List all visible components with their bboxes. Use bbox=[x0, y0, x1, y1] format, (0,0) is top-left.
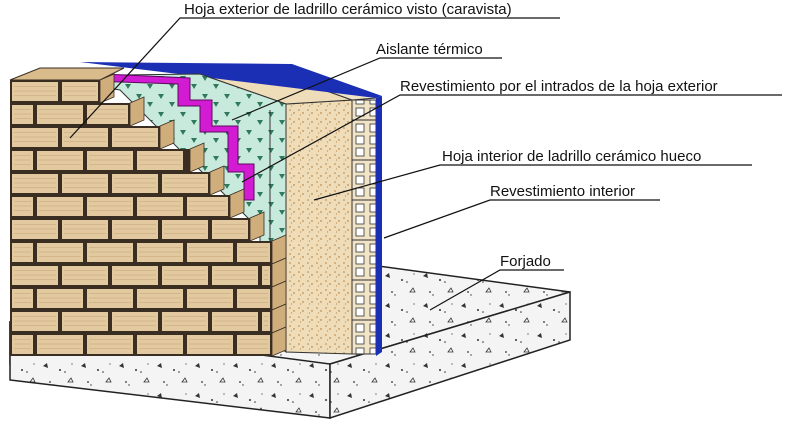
label-hoja-interior: Hoja interior de ladrillo cerámico hueco bbox=[442, 148, 701, 165]
brick bbox=[237, 335, 270, 354]
brick bbox=[87, 151, 133, 170]
brick bbox=[187, 289, 233, 308]
brick bbox=[262, 266, 270, 285]
brick bbox=[62, 266, 108, 285]
brick bbox=[237, 243, 270, 262]
brick bbox=[137, 151, 183, 170]
brick bbox=[187, 335, 233, 354]
brick bbox=[162, 312, 208, 331]
brick bbox=[12, 128, 58, 147]
brick-side-face bbox=[271, 326, 287, 357]
brick bbox=[162, 174, 208, 193]
exterior-brick-leaf bbox=[9, 67, 287, 357]
brick-side-face bbox=[249, 211, 265, 242]
brick-side-face bbox=[129, 96, 145, 127]
brick bbox=[12, 105, 33, 124]
brick-side-face bbox=[189, 142, 205, 173]
brick bbox=[237, 289, 270, 308]
brick-side-face bbox=[209, 165, 225, 196]
brick bbox=[187, 197, 228, 216]
brick-side-face bbox=[159, 119, 175, 150]
brick bbox=[12, 197, 33, 216]
brick bbox=[112, 312, 158, 331]
brick bbox=[12, 312, 58, 331]
brick bbox=[87, 105, 128, 124]
label-aislante-termico: Aislante térmico bbox=[376, 41, 483, 58]
brick bbox=[37, 197, 83, 216]
brick bbox=[62, 220, 108, 239]
brick bbox=[62, 82, 98, 101]
brick bbox=[112, 220, 158, 239]
leader-lines bbox=[69, 17, 782, 311]
brick bbox=[62, 312, 108, 331]
brick bbox=[87, 197, 133, 216]
brick bbox=[12, 335, 33, 354]
brick bbox=[137, 197, 183, 216]
brick bbox=[162, 220, 208, 239]
brick bbox=[37, 289, 83, 308]
brick bbox=[37, 243, 83, 262]
label-forjado: Forjado bbox=[500, 253, 551, 270]
brick bbox=[187, 243, 233, 262]
label-hoja-exterior: Hoja exterior de ladrillo cerámico visto… bbox=[184, 1, 512, 18]
brick bbox=[37, 151, 83, 170]
label-revestimiento-interior: Revestimiento interior bbox=[490, 183, 635, 200]
brick bbox=[12, 289, 33, 308]
brick bbox=[112, 128, 158, 147]
brick-side-face bbox=[99, 73, 115, 104]
brick bbox=[112, 174, 158, 193]
brick-side-face bbox=[229, 188, 245, 219]
brick bbox=[12, 151, 33, 170]
brick bbox=[212, 312, 258, 331]
brick bbox=[112, 266, 158, 285]
brick bbox=[137, 289, 183, 308]
brick bbox=[37, 105, 83, 124]
brick bbox=[87, 243, 133, 262]
brick bbox=[37, 335, 83, 354]
brick bbox=[12, 220, 58, 239]
brick-top-face bbox=[9, 67, 125, 81]
brick bbox=[87, 335, 133, 354]
brick bbox=[162, 266, 208, 285]
brick bbox=[212, 266, 258, 285]
brick bbox=[137, 243, 183, 262]
brick bbox=[212, 220, 248, 239]
brick bbox=[137, 335, 183, 354]
brick bbox=[62, 128, 108, 147]
brick bbox=[12, 266, 58, 285]
brick bbox=[12, 174, 58, 193]
brick bbox=[262, 312, 270, 331]
brick bbox=[62, 174, 108, 193]
label-revestimiento-intrados: Revestimiento por el intrados de la hoja… bbox=[400, 78, 718, 95]
brick bbox=[12, 82, 58, 101]
brick bbox=[12, 243, 33, 262]
brick bbox=[87, 289, 133, 308]
